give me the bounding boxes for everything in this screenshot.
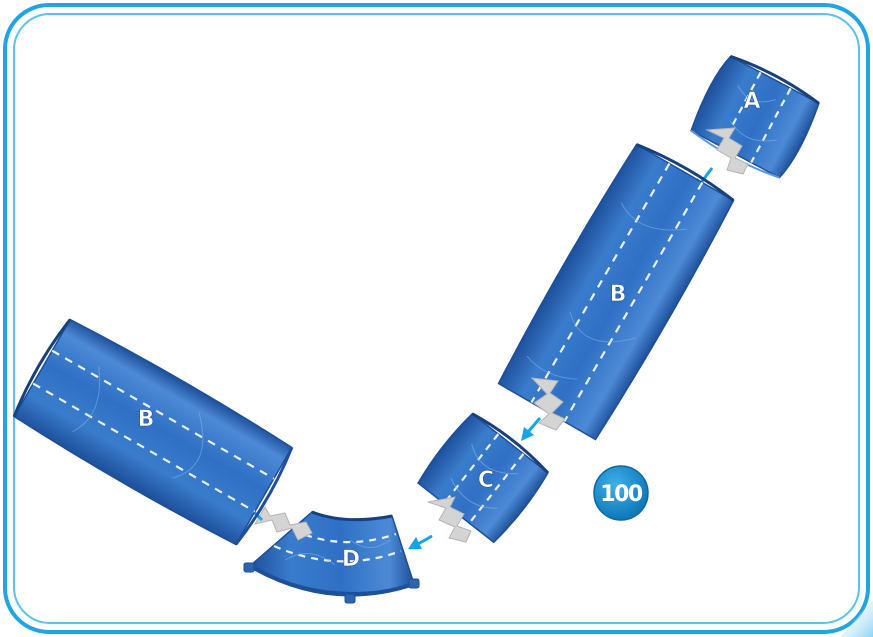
piece-label-b-lower: B — [138, 407, 155, 432]
arrow-b-c — [521, 418, 540, 441]
track-piece-b-lower — [9, 315, 297, 549]
step-number: 100 — [600, 482, 643, 507]
corner-accent — [840, 600, 873, 637]
piece-label-b-upper: B — [610, 282, 627, 307]
piece-label-c: C — [478, 468, 494, 493]
track-piece-d — [244, 512, 419, 603]
arrow-c-d — [408, 536, 432, 549]
connector-d-b — [255, 507, 312, 540]
piece-label-a: A — [743, 89, 760, 114]
track-piece-a — [686, 51, 825, 183]
piece-label-d: D — [342, 547, 360, 572]
step-number-badge: 100 — [594, 466, 648, 520]
